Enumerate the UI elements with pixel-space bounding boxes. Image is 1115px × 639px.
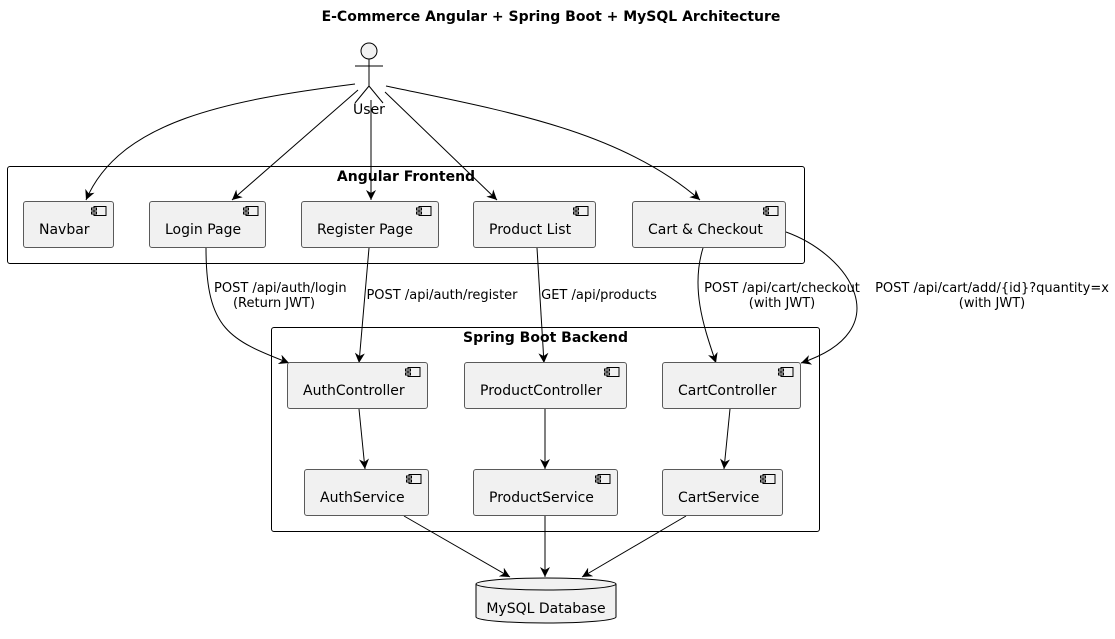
cart-controller-component: CartController — [662, 362, 801, 409]
product-list-component: Product List — [473, 201, 596, 248]
edge-label-login: POST /api/auth/login (Return JWT) — [214, 281, 347, 311]
component-label: Navbar — [39, 222, 90, 238]
component-icon — [778, 367, 794, 377]
component-label: Cart & Checkout — [648, 222, 763, 238]
component-icon — [406, 474, 422, 484]
edge-products-productcontroller — [536, 247, 549, 364]
edge-label-line: (Return JWT) — [232, 296, 316, 311]
component-label: Register Page — [317, 222, 413, 238]
edge-user-login — [231, 89, 359, 201]
component-label: AuthService — [320, 490, 405, 506]
edge-label-add: POST /api/cart/add/{id}?quantity=x (with… — [874, 281, 1110, 311]
edge-label-line: GET /api/products — [541, 288, 657, 303]
component-icon — [604, 367, 620, 377]
diagram-title: E-Commerce Angular + Spring Boot + MySQL… — [321, 9, 781, 25]
component-icon — [243, 206, 259, 216]
product-service-component: ProductService — [473, 469, 618, 516]
edge-cartservice-db — [581, 515, 687, 578]
edge-label-line: POST /api/auth/register — [366, 288, 518, 303]
package-label: Spring Boot Backend — [463, 330, 628, 346]
register-page-component: Register Page — [301, 201, 439, 248]
edge-authcontroller-authservice — [358, 408, 369, 470]
edge-label-line: POST /api/auth/login — [214, 281, 347, 296]
auth-controller-component: AuthController — [287, 362, 428, 409]
component-icon — [595, 474, 611, 484]
component-label: Login Page — [165, 222, 242, 238]
component-label: CartService — [678, 490, 760, 506]
database-cylinder-icon — [475, 577, 617, 624]
component-icon — [416, 206, 432, 216]
component-icon — [405, 367, 421, 377]
edge-user-cart — [385, 85, 701, 201]
product-controller-component: ProductController — [464, 362, 627, 409]
component-label: AuthController — [303, 383, 405, 399]
component-label: ProductService — [489, 490, 594, 506]
edge-label-line: (with JWT) — [958, 296, 1026, 311]
component-icon — [573, 206, 589, 216]
user-label: User — [353, 102, 385, 118]
edge-register-auth — [354, 247, 370, 364]
component-icon — [760, 474, 776, 484]
component-icon — [763, 206, 779, 216]
edge-login-auth — [205, 247, 290, 365]
edge-cartcontroller-cartservice — [720, 408, 731, 470]
edge-label-line: POST /api/cart/add/{id}?quantity=x — [875, 281, 1109, 296]
user-actor-icon — [354, 42, 384, 104]
cart-service-component: CartService — [662, 469, 783, 516]
edge-label-line: (with JWT) — [748, 296, 816, 311]
component-icon — [91, 206, 107, 216]
auth-service-component: AuthService — [304, 469, 429, 516]
edge-user-navbar — [85, 83, 356, 201]
edge-cart-add — [785, 231, 858, 365]
component-label: CartController — [678, 383, 777, 399]
edge-cart-checkout — [697, 247, 718, 364]
edge-label-register: POST /api/auth/register — [366, 288, 518, 303]
component-label: Product List — [489, 222, 572, 238]
edge-label-checkout: POST /api/cart/checkout (with JWT) — [702, 281, 862, 311]
database-label: MySQL Database — [486, 601, 606, 617]
edge-label-line: POST /api/cart/checkout — [704, 281, 860, 296]
edge-authservice-db — [403, 515, 511, 578]
angular-frontend-package: Angular Frontend — [7, 166, 805, 264]
edge-user-products — [384, 91, 498, 201]
navbar-component: Navbar — [23, 201, 114, 248]
login-page-component: Login Page — [149, 201, 266, 248]
component-label: ProductController — [480, 383, 603, 399]
spring-boot-backend-package: Spring Boot Backend — [271, 327, 820, 532]
cart-checkout-component: Cart & Checkout — [632, 201, 786, 248]
package-label: Angular Frontend — [336, 169, 476, 185]
edge-label-products: GET /api/products — [540, 288, 658, 303]
